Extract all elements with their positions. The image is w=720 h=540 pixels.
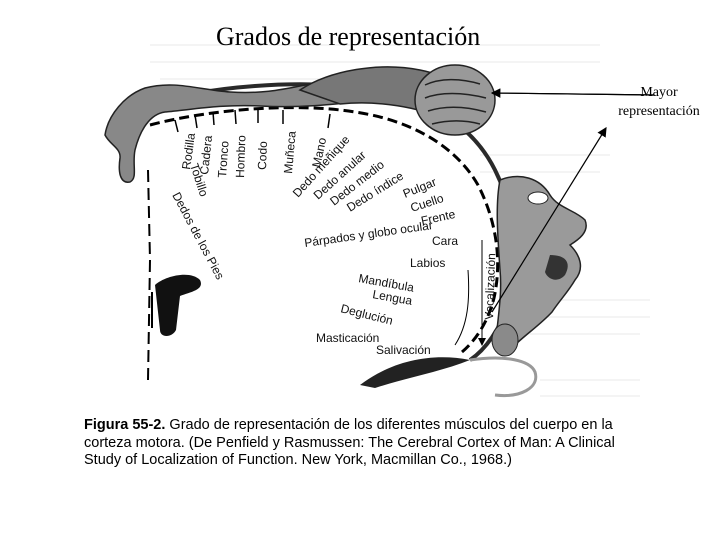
figure-caption: Figura 55-2. Grado de representación de … (84, 417, 624, 470)
label-vocalizacion: Vocalización (482, 253, 498, 320)
label-hombro: Hombro (233, 135, 248, 178)
mouth (545, 255, 568, 280)
mouth-region-bracket (454, 269, 470, 346)
label-deglucion: Deglución (339, 301, 394, 327)
bleed-through-texture (150, 44, 650, 397)
tongue (491, 323, 519, 357)
label-salivacion: Salivación (376, 343, 431, 357)
pharynx-shape (360, 357, 470, 388)
cortex-inner-dashed (149, 106, 500, 354)
callout-line-1: Mayor (640, 85, 678, 100)
slide-title: Grados de representación (216, 22, 481, 51)
caption-text: Grado de representación de los diferente… (84, 417, 615, 468)
label-muneca: Muñeca (281, 130, 299, 174)
label-parpados: Párpados y globo ocular (303, 218, 433, 250)
label-lengua: Lengua (371, 287, 413, 308)
label-cara: Cara (432, 234, 458, 248)
label-masticacion: Masticación (316, 331, 379, 345)
label-labios: Labios (410, 256, 445, 270)
label-cadera: Cadera (197, 134, 215, 175)
label-tronco: Tronco (215, 140, 232, 178)
label-rodilla: Rodilla (179, 132, 198, 171)
lower-outline (469, 356, 538, 398)
vertical-midline (147, 169, 152, 381)
homunculus-hand (414, 64, 496, 136)
homunculus-face (496, 175, 587, 349)
caption-number: Figura 55-2. (84, 417, 166, 433)
cortex-tick-marks (174, 109, 331, 133)
label-mano: Mano (309, 136, 329, 169)
label-dedos-pies: Dedos de los Pies (169, 190, 227, 282)
callout-label: Mayor representación (600, 83, 718, 121)
eye (527, 191, 549, 205)
small-brain-section (155, 274, 201, 336)
callout-arrow-hand-head (490, 88, 655, 98)
callout-line-2: representación (618, 104, 700, 119)
label-codo: Codo (255, 141, 270, 170)
callout-arrow-mouth (491, 126, 607, 313)
homunculus-legs (104, 78, 373, 183)
